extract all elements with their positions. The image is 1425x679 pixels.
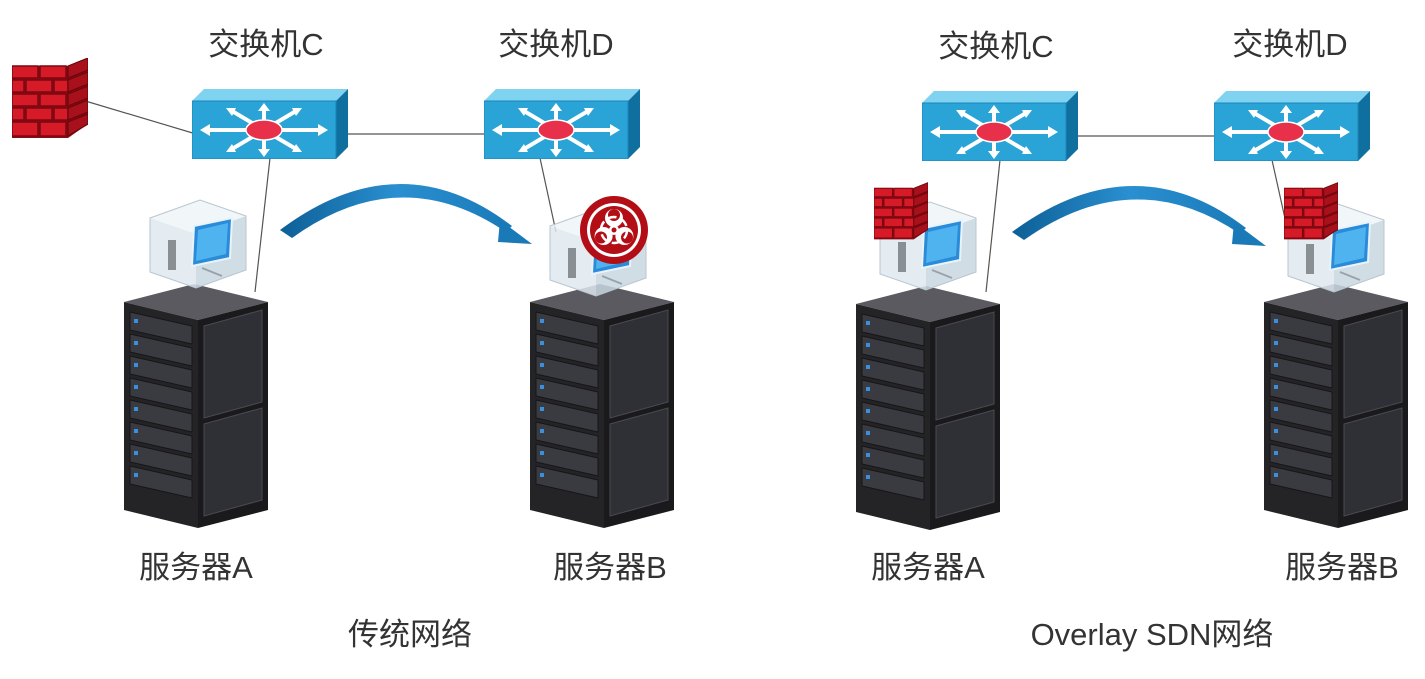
server-rack-icon <box>124 284 268 528</box>
link-firewall-switch-c <box>81 99 197 135</box>
server-rack-icon <box>1264 284 1408 528</box>
firewall-icon <box>874 182 928 240</box>
link-switch-c-server-a <box>254 157 271 293</box>
switch-d-label: 交换机D <box>1232 27 1347 62</box>
curved-arrow-icon <box>1012 185 1266 246</box>
curved-arrow-icon <box>280 183 532 244</box>
biohazard-icon <box>578 194 650 266</box>
panel-caption: Overlay SDN网络 <box>1031 617 1274 652</box>
network-switch-icon <box>922 91 1078 161</box>
panel-caption: 传统网络 <box>348 617 472 652</box>
firewall-icon <box>12 58 88 138</box>
server-rack-icon <box>530 284 674 528</box>
server-a-label: 服务器A <box>871 550 985 585</box>
network-switch-icon <box>1214 91 1370 161</box>
panel-traditional: 交换机C 交换机D 服务器A 服务器B 传统网络 <box>12 27 674 652</box>
switch-c-label: 交换机C <box>938 29 1053 64</box>
switch-d-label: 交换机D <box>498 27 613 62</box>
server-b-label: 服务器B <box>1285 550 1399 585</box>
link-switch-d-server-b <box>539 157 557 233</box>
panel-overlay: 交换机C 交换机D 服务器A 服务器B Overlay SDN网络 <box>856 27 1408 652</box>
network-switch-icon <box>484 89 640 159</box>
firewall-icon <box>1284 182 1338 240</box>
link-switch-c-server-a <box>985 159 1001 293</box>
switch-c-label: 交换机C <box>208 27 323 62</box>
virtual-machine-icon <box>149 199 247 289</box>
network-switch-icon <box>192 89 348 159</box>
server-a-label: 服务器A <box>139 550 253 585</box>
server-rack-icon <box>856 286 1000 530</box>
server-b-label: 服务器B <box>553 550 667 585</box>
